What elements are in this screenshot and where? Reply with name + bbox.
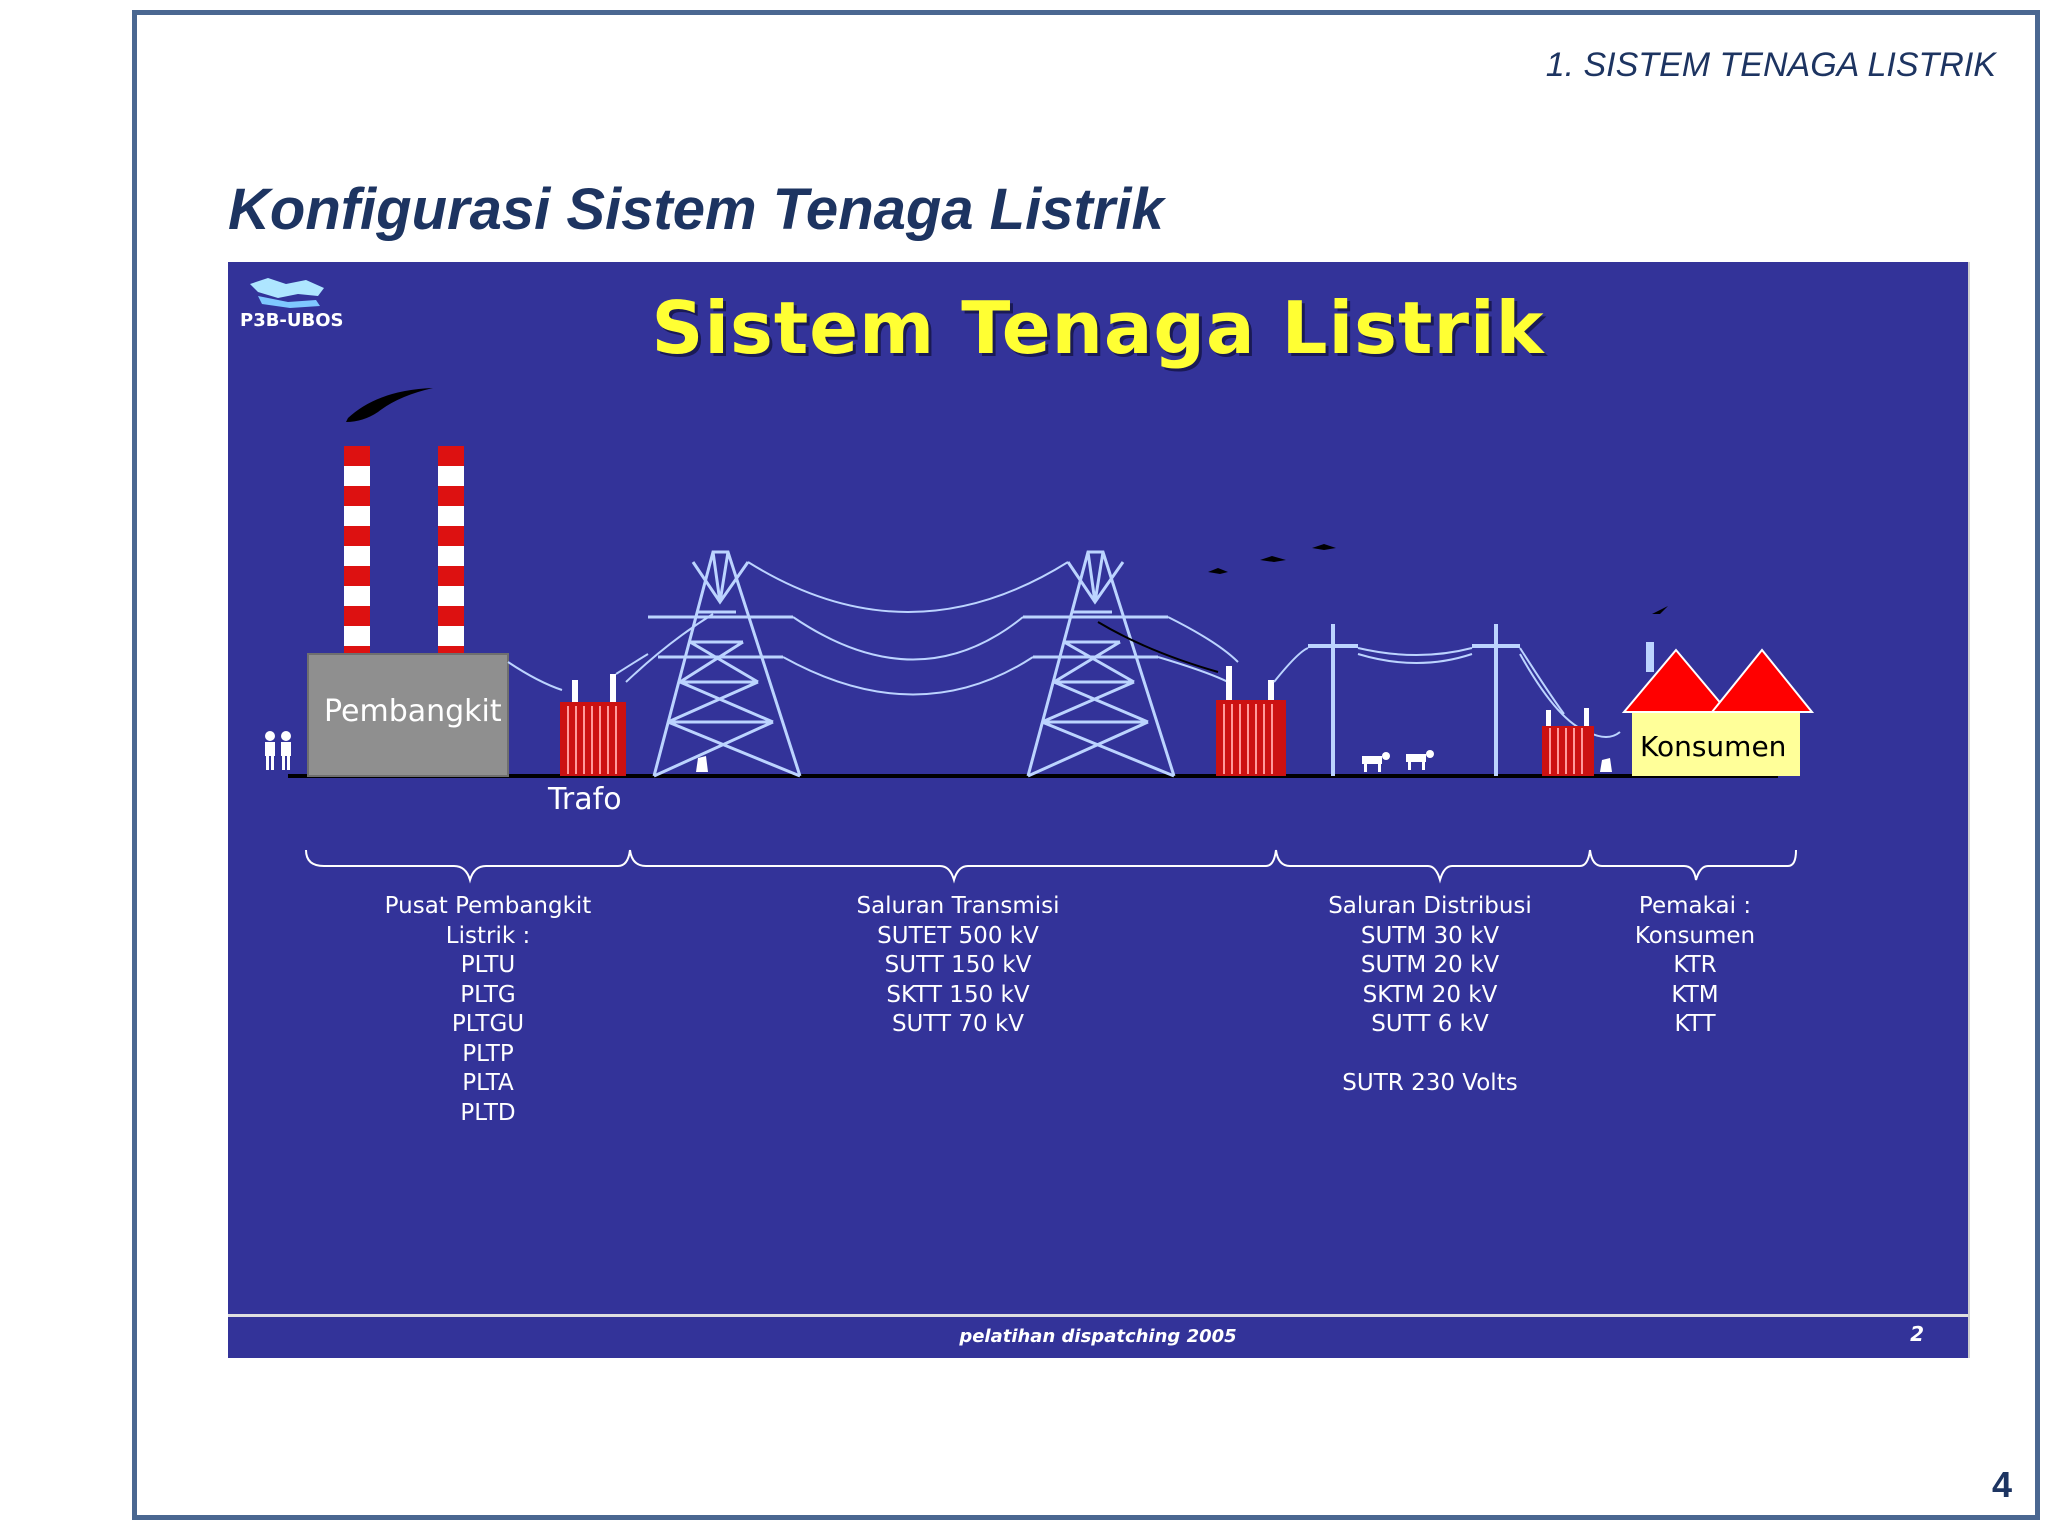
column-consumer: Pemakai : Konsumen KTR KTM KTT (1600, 892, 1790, 1040)
image-edge-line (1968, 262, 1970, 1358)
transformer-2 (1216, 666, 1286, 776)
column-line: SUTM 30 kV (1360, 922, 1500, 949)
column-line: SUTM 20 kV (1360, 952, 1500, 978)
transformer-label: Trafo (548, 782, 622, 817)
distribution-lines (1273, 647, 1621, 738)
column-line: SKTT 150 kV (886, 981, 1030, 1008)
slide-footer-bar (228, 1314, 1968, 1358)
generator-label: Pembangkit (324, 694, 502, 729)
column-line: PLTG (460, 981, 516, 1008)
column-line: Saluran Distribusi (1328, 893, 1532, 919)
column-transmission: Saluran Transmisi SUTET 500 kV SUTT 150 … (838, 892, 1078, 1040)
transformer-3 (1542, 708, 1594, 776)
distribution-pole-1 (1308, 624, 1358, 776)
section-braces (305, 849, 1797, 884)
page-title: Konfigurasi Sistem Tenaga Listrik (228, 177, 1164, 242)
people-icon (265, 731, 291, 770)
column-line: PLTD (460, 1099, 516, 1126)
column-line: SUTR 230 Volts (1342, 1070, 1518, 1096)
birds-icon (1208, 544, 1336, 574)
slide-frame (132, 10, 2040, 1520)
footer-slide-number: 2 (1910, 1322, 1924, 1346)
logo-text: P3B-UBOS (240, 310, 344, 331)
column-line: Konsumen (1634, 922, 1756, 949)
section-header: 1. SISTEM TENAGA LISTRIK (1545, 46, 1996, 84)
column-line: Pemakai : (1638, 893, 1752, 919)
column-line: PLTGU (451, 1011, 525, 1037)
chimney-right (438, 446, 464, 656)
smoke-icon (346, 388, 433, 422)
slide-title: Sistem Tenaga Listrik (651, 286, 1545, 370)
column-line: SUTT 150 kV (884, 952, 1032, 978)
transmission-tower-1 (648, 550, 802, 778)
column-line: KTT (1674, 1011, 1716, 1037)
power-plant-building (307, 653, 509, 777)
logo-map-icon (250, 278, 324, 308)
column-line: Pusat Pembangkit (384, 893, 592, 919)
animals-icon (696, 750, 1612, 772)
column-line: Listrik : (445, 922, 531, 949)
column-line: PLTA (462, 1070, 514, 1096)
column-line (1310, 1040, 1550, 1070)
column-line: PLTU (460, 952, 516, 978)
column-line: KTR (1673, 952, 1717, 978)
column-line: SUTT 6 kV (1371, 1011, 1489, 1037)
column-line: SUTET 500 kV (877, 922, 1039, 949)
page-number: 4 (1991, 1464, 2012, 1505)
transformer-1 (560, 674, 626, 776)
consumer-label: Konsumen (1640, 730, 1787, 763)
column-line: KTM (1671, 981, 1719, 1008)
column-line: PLTP (462, 1040, 514, 1067)
column-line: SKTM 20 kV (1362, 981, 1498, 1008)
consumer-house (1621, 606, 1815, 776)
distribution-pole-2 (1472, 624, 1520, 776)
footer-text: pelatihan dispatching 2005 (959, 1326, 1237, 1347)
column-line: SUTT 70 kV (891, 1011, 1025, 1037)
diagram-image: P3B-UBOS Sistem Tenaga Listrik Pembangki… (228, 262, 1968, 1358)
column-generation: Pusat Pembangkit Listrik : PLTU PLTG PLT… (368, 892, 608, 1128)
transmission-tower-2 (1023, 550, 1176, 778)
column-distribution: Saluran Distribusi SUTM 30 kV SUTM 20 kV… (1310, 892, 1550, 1099)
power-system-illustration (250, 278, 1815, 884)
chimney-left (344, 446, 370, 656)
column-line: Saluran Transmisi (856, 893, 1060, 919)
transmission-lines (507, 561, 1239, 696)
